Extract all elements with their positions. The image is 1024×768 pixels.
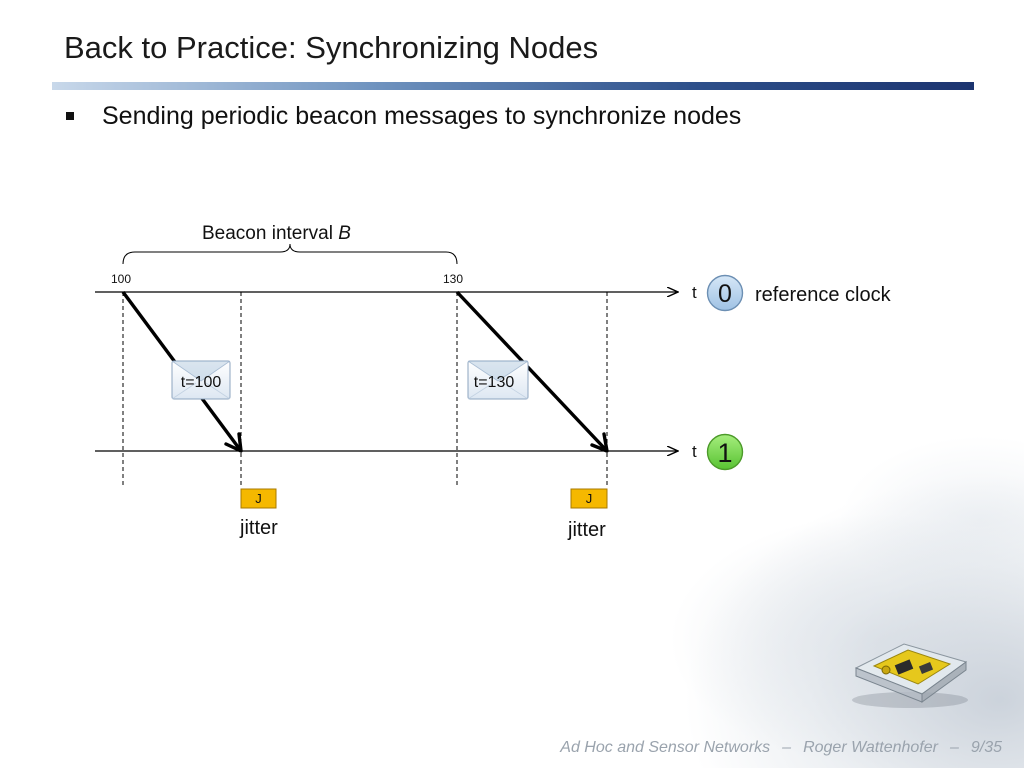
bullet-square-icon bbox=[66, 112, 74, 120]
reference-clock-label: reference clock bbox=[755, 284, 892, 306]
footer-author: Roger Wattenhofer bbox=[803, 739, 938, 756]
beacon-message-envelope-2: t=130 bbox=[467, 360, 529, 400]
jitter-label-2: jitter bbox=[567, 519, 606, 541]
node-1-number: 1 bbox=[717, 438, 732, 468]
jitter-box-2: J bbox=[570, 488, 608, 509]
sensor-node-device-image bbox=[852, 643, 968, 708]
beacon-arrow-2 bbox=[455, 290, 609, 453]
axis-label-node1: t bbox=[692, 442, 697, 461]
tick-label-left: 100 bbox=[111, 272, 131, 286]
footer-separator-2: – bbox=[949, 739, 959, 756]
node-1-badge: 1 bbox=[706, 433, 744, 471]
jitter-box-label-2: J bbox=[586, 491, 593, 506]
interval-brace bbox=[122, 243, 458, 265]
footer-course: Ad Hoc and Sensor Networks bbox=[560, 739, 771, 756]
jitter-label-1: jitter bbox=[239, 517, 278, 539]
message-label-1: t=100 bbox=[181, 374, 222, 391]
title-underline-bar bbox=[52, 82, 974, 90]
footer-page-number: 9/35 bbox=[970, 739, 1002, 756]
interval-label: Beacon interval B bbox=[202, 223, 351, 244]
jitter-box-1: J bbox=[240, 488, 277, 509]
beacon-message-envelope-1: t=100 bbox=[171, 360, 231, 400]
tick-label-right: 130 bbox=[443, 272, 463, 286]
reference-node-badge: 0 bbox=[706, 274, 744, 312]
beacon-arrowhead-1 bbox=[224, 432, 243, 453]
slide-title: Back to Practice: Synchronizing Nodes bbox=[64, 30, 599, 65]
jitter-box-label-1: J bbox=[255, 491, 262, 506]
reference-node-number: 0 bbox=[718, 280, 732, 308]
beacon-arrowhead-2 bbox=[590, 432, 609, 453]
axis-label-reference: t bbox=[692, 283, 697, 302]
slide-footer: Ad Hoc and Sensor Networks–Roger Wattenh… bbox=[560, 739, 1002, 757]
bullet-text: Sending periodic beacon messages to sync… bbox=[102, 102, 742, 130]
footer-separator-1: – bbox=[782, 739, 792, 756]
message-label-2: t=130 bbox=[474, 374, 515, 391]
